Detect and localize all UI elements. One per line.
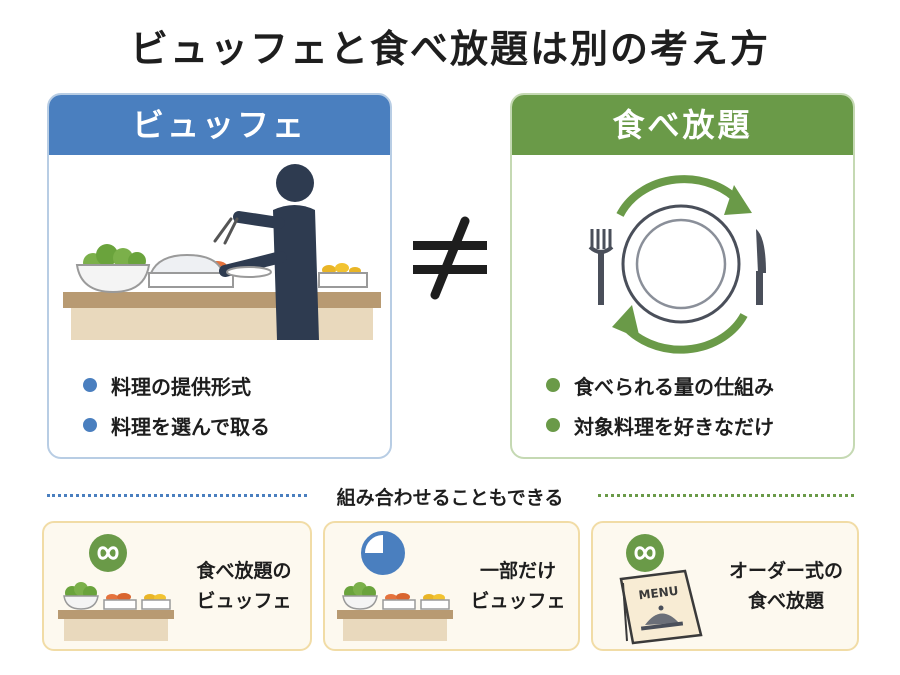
salad-bowl-icon	[75, 244, 151, 294]
counter-top	[63, 292, 381, 308]
bullet-text: 食べられる量の仕組み	[574, 374, 774, 399]
bullet-dot-icon	[83, 378, 97, 392]
divider-left	[47, 494, 307, 497]
combo-heading: 組み合わせることもできる	[336, 487, 564, 509]
divider-right	[598, 494, 854, 497]
menu-label: MENU	[638, 584, 679, 603]
all-you-can-eat-bullet: 食べられる量の仕組み	[546, 365, 774, 405]
all-you-can-eat-illustration	[588, 175, 766, 354]
all-you-can-eat-header: 食べ放題	[512, 95, 853, 155]
card-text: 食べ放題の ビュッフェ	[196, 560, 292, 612]
bullet-dot-icon	[546, 378, 560, 392]
bullet-dot-icon	[83, 418, 97, 432]
knife-icon	[756, 229, 766, 305]
page-title: ビュッフェと食べ放題は別の考え方	[129, 27, 770, 71]
card-illustration: MENU	[619, 534, 703, 645]
all-you-can-eat-bullets: 食べられる量の仕組み 対象料理を好きなだけ	[546, 365, 774, 445]
counter-front	[71, 308, 373, 340]
plate-icon	[621, 204, 741, 324]
buffet-bullet: 料理の提供形式	[83, 365, 270, 405]
combo-card-buffet-all-you-can-eat: 食べ放題の ビュッフェ	[42, 521, 312, 651]
all-you-can-eat-bullet: 対象料理を好きなだけ	[546, 405, 774, 445]
bullet-text: 料理の提供形式	[111, 374, 251, 399]
person-icon	[213, 164, 319, 340]
card-text: 一部だけ ビュッフェ	[470, 560, 566, 612]
buffet-bullet: 料理を選んで取る	[83, 405, 270, 445]
not-equal-icon	[413, 216, 487, 300]
buffet-panel: ビュッフェ	[47, 93, 392, 459]
card-text: オーダー式の 食べ放題	[728, 560, 843, 612]
bullet-text: 料理を選んで取る	[111, 414, 270, 439]
infinity-icon	[626, 534, 664, 572]
card-illustration	[58, 534, 174, 641]
buffet-header: ビュッフェ	[49, 95, 390, 155]
buffet-illustration	[63, 164, 381, 340]
buffet-bullets: 料理の提供形式 料理を選んで取る	[83, 365, 270, 445]
combo-card-partial-buffet: 一部だけ ビュッフェ	[323, 521, 580, 651]
main-dish-tray-icon	[148, 253, 234, 288]
card-illustration	[337, 531, 453, 641]
fork-icon	[588, 229, 614, 305]
side-dish-icon	[318, 263, 368, 288]
bullet-text: 対象料理を好きなだけ	[574, 414, 774, 439]
combo-card-order-all-you-can-eat: MENU オーダー式の 食べ放題	[591, 521, 859, 651]
all-you-can-eat-panel: 食べ放題 食べられる量の仕組み	[510, 93, 855, 459]
partial-clock-icon	[361, 531, 405, 575]
infinity-icon	[89, 534, 127, 572]
cycle-arrows-icon	[612, 175, 752, 354]
menu-book-icon: MENU	[619, 569, 703, 645]
bullet-dot-icon	[546, 418, 560, 432]
